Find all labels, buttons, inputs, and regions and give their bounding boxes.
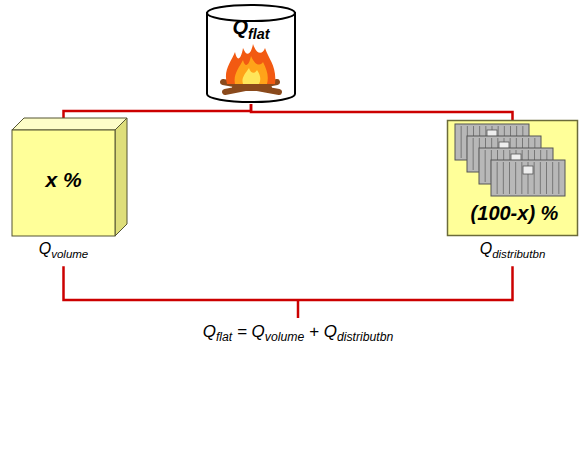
boiler-cylinder: Qflat [205,4,297,104]
volume-box: x %Qvolume [12,118,127,236]
box-top-face [12,118,127,130]
equation-label: Qflat = Qvolume + Qdistributbn [203,322,394,344]
cylinder-top [207,5,295,21]
split-connector [251,104,513,120]
node-text: x % [45,168,81,192]
box-front-face [12,130,115,236]
panel-box [448,121,578,236]
node-outline [205,4,297,104]
sum-bracket [64,266,513,300]
cylinder-body [207,12,295,102]
box-side-face [115,118,127,236]
split-connector [64,104,252,118]
sum-bracket [297,300,300,318]
fire-icon [223,44,279,92]
node-caption: Qdistributbn [480,240,546,260]
radiator-icon [491,160,565,196]
distribution-box: (100-x) %Qdistributbn [447,120,578,236]
node-text: (100-x) % [469,202,561,225]
node-caption: Qvolume [39,240,89,260]
node-text: Qflat [232,16,269,42]
